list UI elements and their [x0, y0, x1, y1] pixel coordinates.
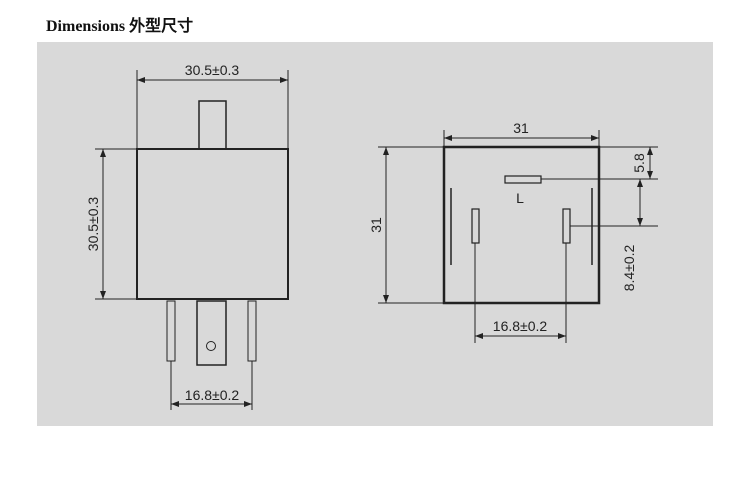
pin-l-slot: [504, 175, 542, 184]
arrow: [100, 291, 106, 299]
pin-left: [166, 300, 176, 362]
pin-l-label: L: [516, 190, 524, 206]
arrow: [647, 171, 653, 179]
side-height-label: 30.5±0.3: [85, 197, 101, 252]
pin-center: [196, 300, 227, 366]
side-width-label: 30.5±0.3: [185, 62, 240, 78]
arrow: [444, 135, 452, 141]
pin-hole: [206, 341, 216, 351]
relay-body: [136, 148, 289, 300]
arrow: [475, 333, 483, 339]
bottom-height-label: 31: [368, 217, 384, 233]
bottom-body: [442, 145, 601, 305]
bottom-pin-spacing-label: 16.8±0.2: [493, 318, 548, 334]
pin-slot-left: [471, 208, 480, 244]
arrow: [383, 295, 389, 303]
pin-offset-label: 8.4±0.2: [621, 244, 637, 291]
arrow: [647, 147, 653, 155]
drawing-panel: [37, 42, 713, 426]
arrow: [244, 401, 252, 407]
arrow: [558, 333, 566, 339]
pin-slot-right: [562, 208, 571, 244]
top-offset-label: 5.8: [631, 153, 647, 173]
arrow: [637, 179, 643, 187]
page-title: Dimensions 外型尺寸: [46, 18, 194, 35]
arrow: [280, 77, 288, 83]
bottom-view: [378, 130, 658, 343]
arrow: [171, 401, 179, 407]
bottom-width-label: 31: [513, 120, 529, 136]
arrow: [100, 149, 106, 157]
arrow: [637, 218, 643, 226]
top-tab: [198, 100, 227, 150]
side-pin-spacing-label: 16.8±0.2: [185, 387, 240, 403]
arrow: [137, 77, 145, 83]
arrow: [383, 147, 389, 155]
side-view: [95, 70, 289, 410]
arrow: [591, 135, 599, 141]
pin-right: [247, 300, 257, 362]
